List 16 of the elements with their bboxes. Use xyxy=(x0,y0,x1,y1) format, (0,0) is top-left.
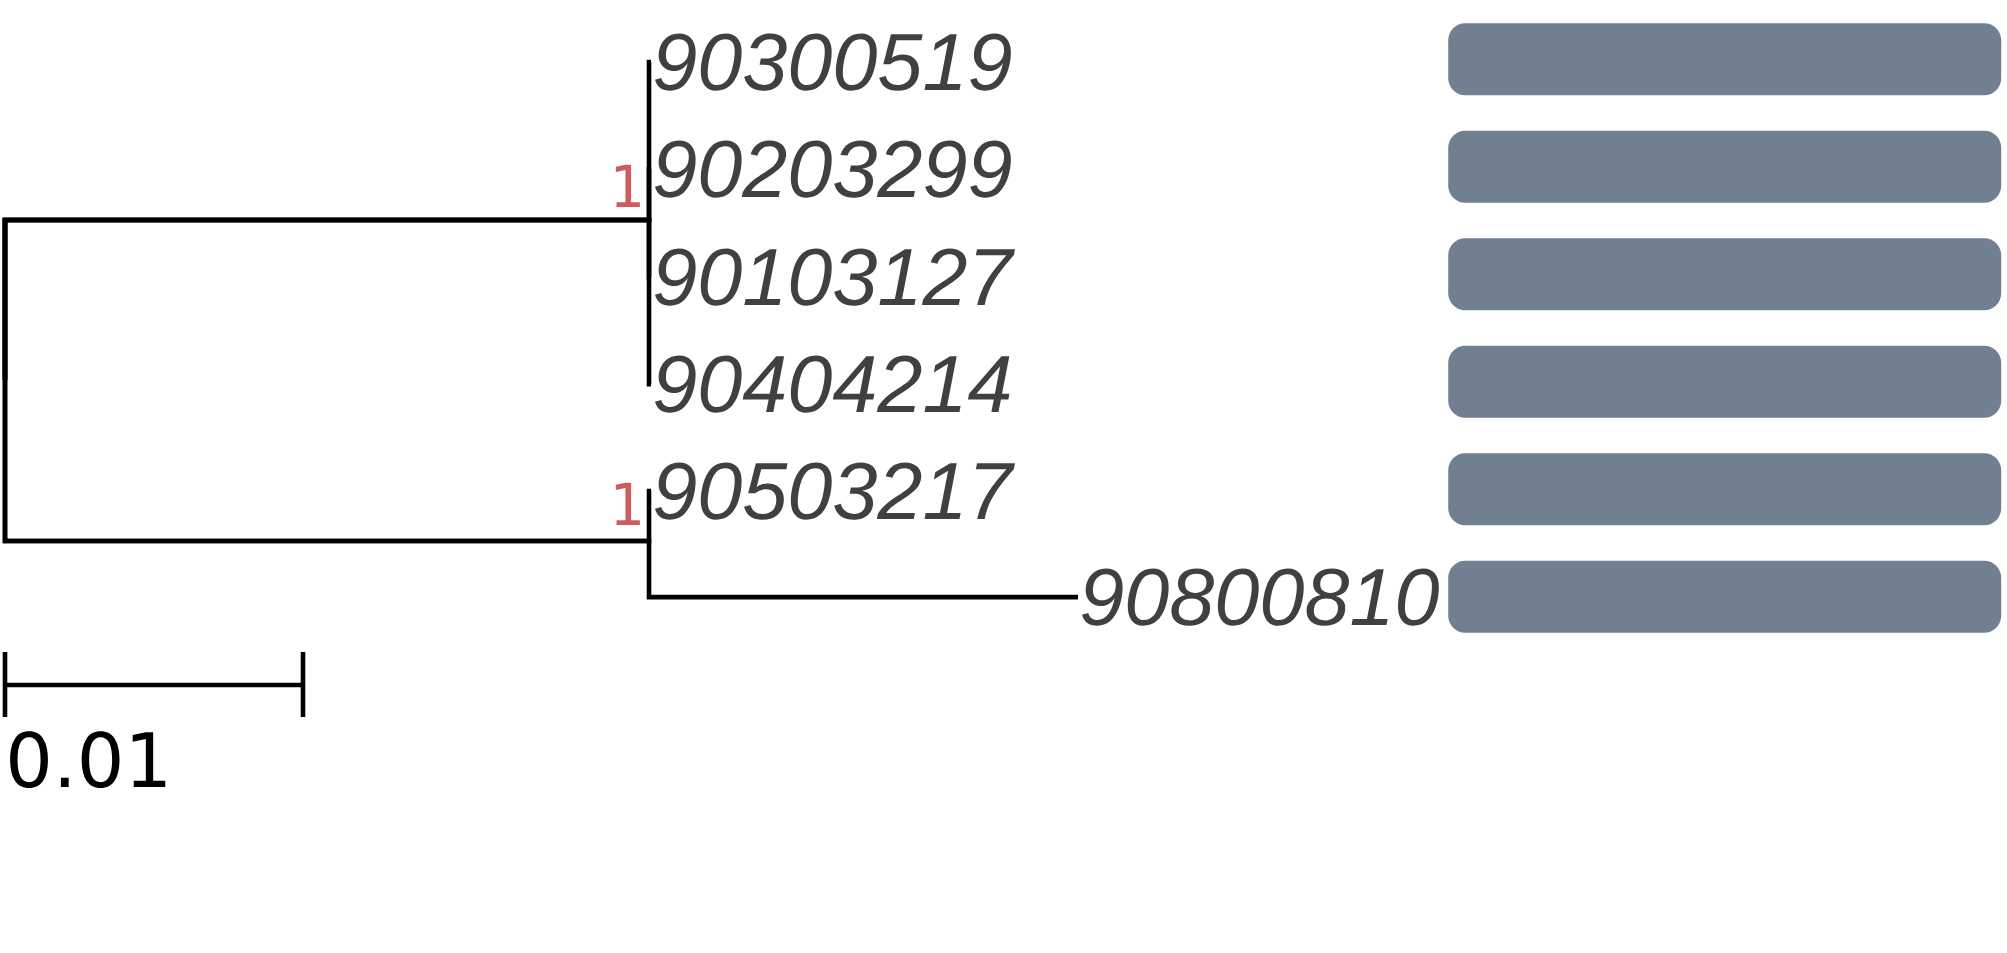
rounded-bar xyxy=(1448,130,2002,203)
support-value: 1 xyxy=(615,164,640,207)
leaf-label: 90404214 xyxy=(655,355,1010,413)
rounded-bar xyxy=(1448,23,2002,96)
leaf-label: 90503217 xyxy=(655,462,1015,520)
support-value: 1 xyxy=(615,482,640,525)
rounded-bar xyxy=(1448,560,2002,633)
scale-label: 0.01 xyxy=(10,731,166,789)
leaf-label: 90300519 xyxy=(655,33,1011,91)
rounded-bar xyxy=(1448,345,2002,418)
rounded-bar xyxy=(1448,453,2002,526)
rounded-bar xyxy=(1448,238,2002,311)
leaf-label: 90103127 xyxy=(655,248,1015,306)
tree-branch xyxy=(2,380,1078,600)
leaf-label: 90800810 xyxy=(1082,568,1439,626)
leaf-label: 90203299 xyxy=(655,140,1011,198)
